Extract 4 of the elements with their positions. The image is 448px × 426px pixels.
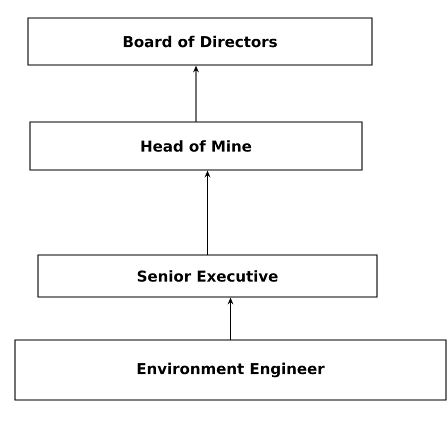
org-box: Environment Engineer <box>14 339 447 401</box>
org-box: Board of Directors <box>27 17 373 66</box>
org-box: Senior Executive <box>37 254 378 298</box>
org-box: Head of Mine <box>29 121 363 171</box>
